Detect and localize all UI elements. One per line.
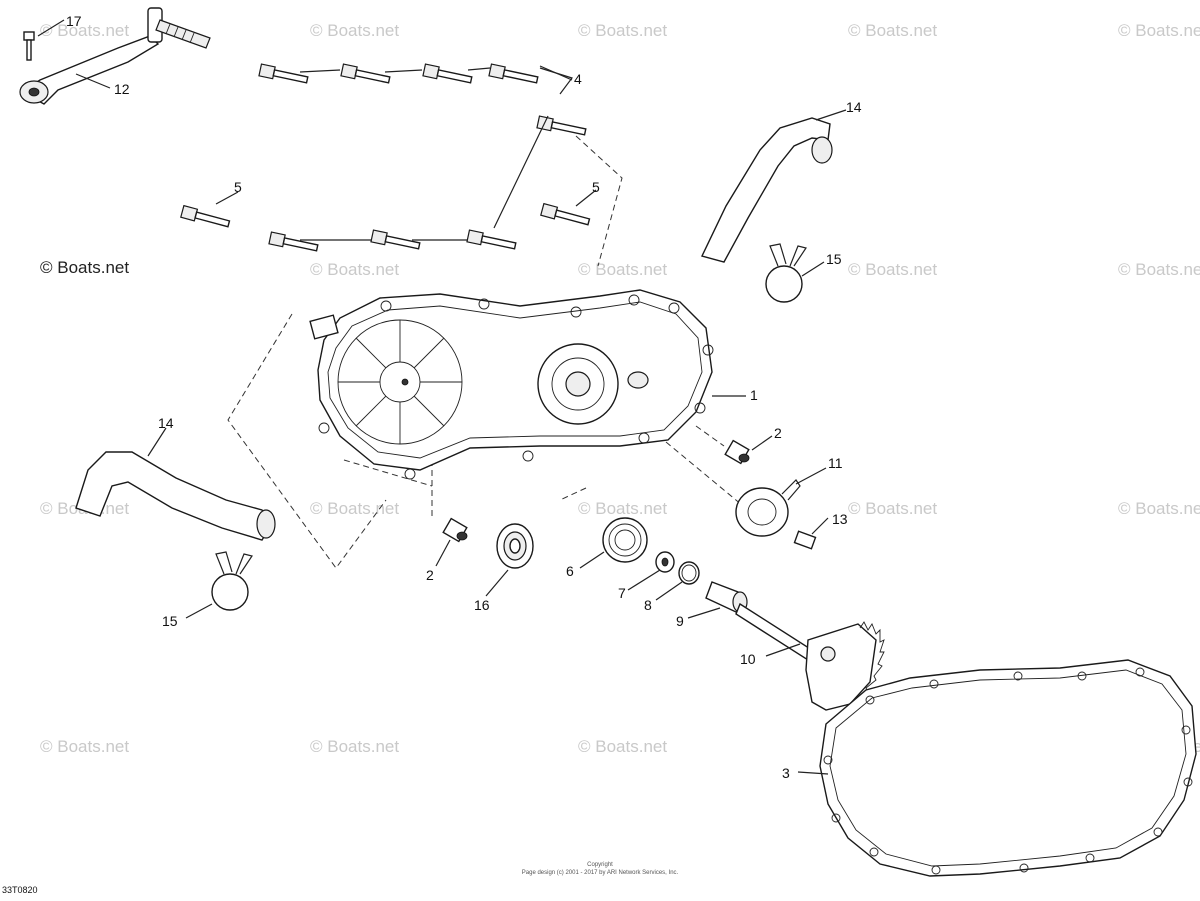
footer-page-design: Page design (c) 2001 - 2017 by ARI Netwo… (522, 870, 679, 876)
bolt-group (180, 63, 591, 252)
watermark: © Boats.net (578, 737, 667, 756)
callout-14-left: 14 (158, 415, 174, 431)
callout-3: 3 (782, 765, 790, 781)
callout-7: 7 (618, 585, 626, 601)
callout-16: 16 (474, 597, 490, 613)
hose-top-part (701, 117, 833, 263)
callout-4: 4 (574, 71, 582, 87)
callout-1: 1 (750, 387, 758, 403)
watermark: © Boats.net (1118, 21, 1200, 40)
watermark: © Boats.net (40, 737, 129, 756)
watermark: © Boats.net (310, 499, 399, 518)
watermark: © Boats.net (310, 737, 399, 756)
watermark: © Boats.net (578, 21, 667, 40)
bearing-16 (496, 523, 534, 569)
callout-13: 13 (832, 511, 848, 527)
watermark: © Boats.net (578, 260, 667, 279)
watermark: © Boats.net (578, 499, 667, 518)
footer-copyright: Copyright (587, 862, 613, 868)
callout-5-left: 5 (234, 179, 242, 195)
small-parts (442, 439, 750, 613)
watermark: © Boats.net (848, 21, 937, 40)
callout-15-top: 15 (826, 251, 842, 267)
kick-lever-part (19, 7, 211, 105)
hose-clamp-top (765, 243, 807, 303)
watermark: © Boats.net (310, 21, 399, 40)
callout-10: 10 (740, 651, 756, 667)
watermark: © Boats.net (1118, 260, 1200, 279)
ratchet-part-11 (735, 479, 817, 550)
callout-9: 9 (676, 613, 684, 629)
washer-7 (655, 551, 675, 573)
diagram-code: 33T0820 (2, 885, 38, 895)
leader-lines (37, 19, 847, 775)
ring-8 (678, 561, 700, 585)
callout-8: 8 (644, 597, 652, 613)
callout-14-top: 14 (846, 99, 862, 115)
boats-net-copyright: © Boats.net (40, 258, 130, 277)
callout-11: 11 (828, 455, 843, 471)
hose-clamp-left (211, 551, 253, 611)
hose-left-part (75, 451, 276, 541)
callout-12: 12 (114, 81, 130, 97)
callout-6: 6 (566, 563, 574, 579)
callout-labels: 17 12 4 14 5 5 15 1 2 11 14 13 6 2 7 8 9… (66, 13, 862, 781)
kick-spring-6 (602, 517, 648, 563)
watermark: © Boats.net (1118, 499, 1200, 518)
watermark: © Boats.net (848, 499, 937, 518)
watermark: © Boats.net (848, 260, 937, 279)
dowel-pin-2b (442, 517, 468, 543)
callout-5-right: 5 (592, 179, 600, 195)
dowel-pin-2a (724, 439, 750, 465)
callout-17: 17 (66, 13, 82, 29)
transmission-cover-part (309, 289, 714, 480)
watermark: © Boats.net (310, 260, 399, 279)
footer: Copyright Page design (c) 2001 - 2017 by… (2, 862, 679, 895)
callout-2-left: 2 (426, 567, 434, 583)
callout-15-left: 15 (162, 613, 178, 629)
watermark: © Boats.net (40, 21, 129, 40)
callout-2-right: 2 (774, 425, 782, 441)
watermark-layer: © Boats.net © Boats.net © Boats.net © Bo… (40, 21, 1200, 756)
gasket-part-3 (819, 659, 1197, 877)
